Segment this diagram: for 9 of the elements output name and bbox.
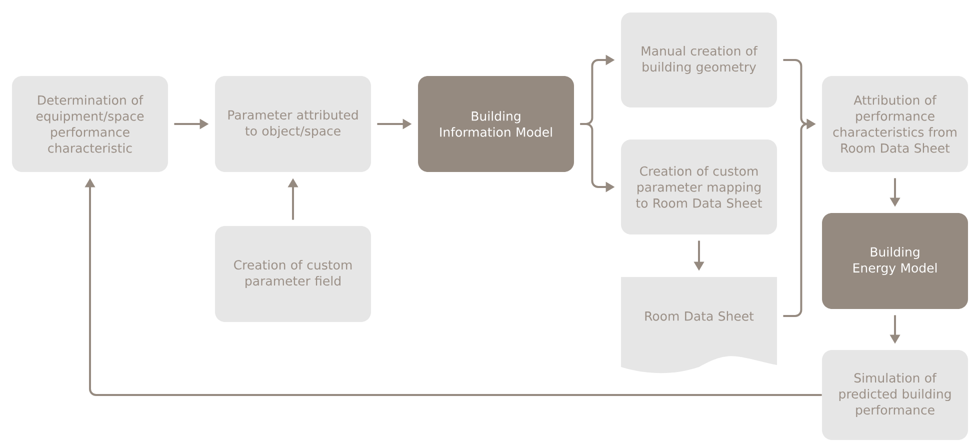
process-box: Parameter attributed to object/space [215, 76, 371, 172]
process-box: Manual creation of building geometry [621, 12, 777, 108]
model-box: Building Energy Model [822, 213, 968, 309]
process-box: Creation of custom parameter mapping to Room Data Sheet [621, 140, 777, 234]
process-box: Creation of custom parameter field [215, 226, 371, 322]
model-box: Building Information Model [418, 76, 574, 172]
process-box: Determination of equipment/space performance characteristic [12, 76, 168, 172]
process-box: Simulation of predicted building performance [822, 350, 968, 440]
process-box: Attribution of performance characteristics from Room Data Sheet [822, 76, 968, 172]
